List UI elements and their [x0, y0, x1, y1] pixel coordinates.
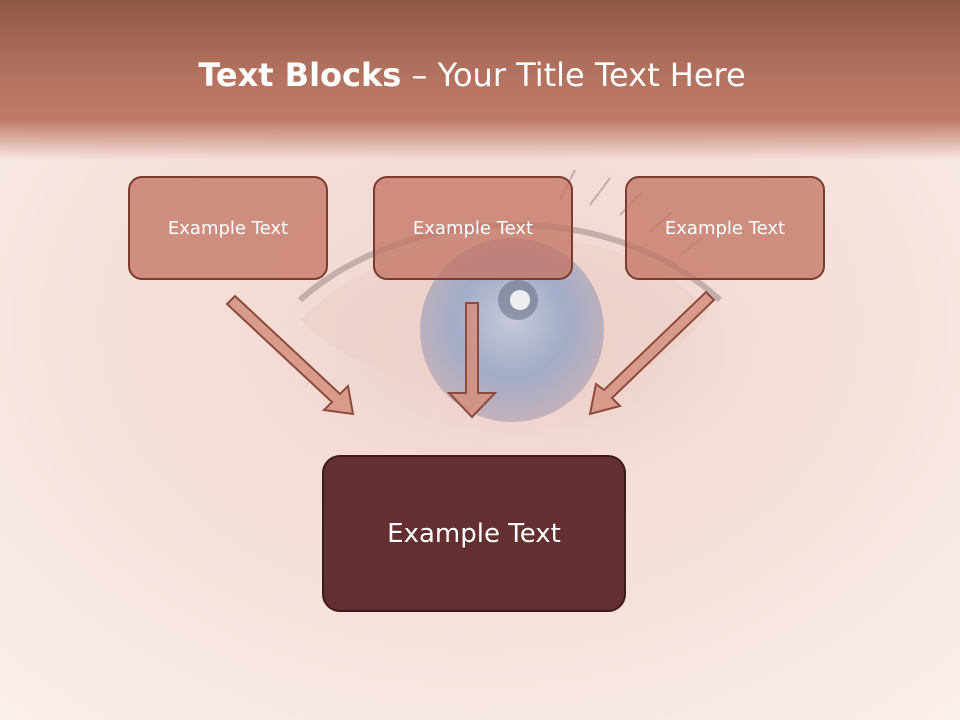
title-rest: – Your Title Text Here [401, 56, 746, 94]
text-block-2[interactable]: Example Text [373, 176, 573, 280]
text-block-3-label: Example Text [664, 217, 786, 239]
down-arrow-icon [225, 294, 355, 416]
header-band [0, 0, 960, 160]
result-block[interactable]: Example Text [322, 455, 626, 612]
down-arrow-icon [588, 290, 716, 416]
result-block-label: Example Text [387, 518, 561, 549]
text-block-3[interactable]: Example Text [625, 176, 825, 280]
title-bold: Text Blocks [198, 56, 402, 94]
slide-title: Text Blocks – Your Title Text Here [0, 50, 944, 100]
down-arrow-icon [446, 302, 498, 419]
text-block-1-label: Example Text [167, 217, 289, 239]
text-block-2-label: Example Text [412, 217, 534, 239]
text-block-1[interactable]: Example Text [128, 176, 328, 280]
